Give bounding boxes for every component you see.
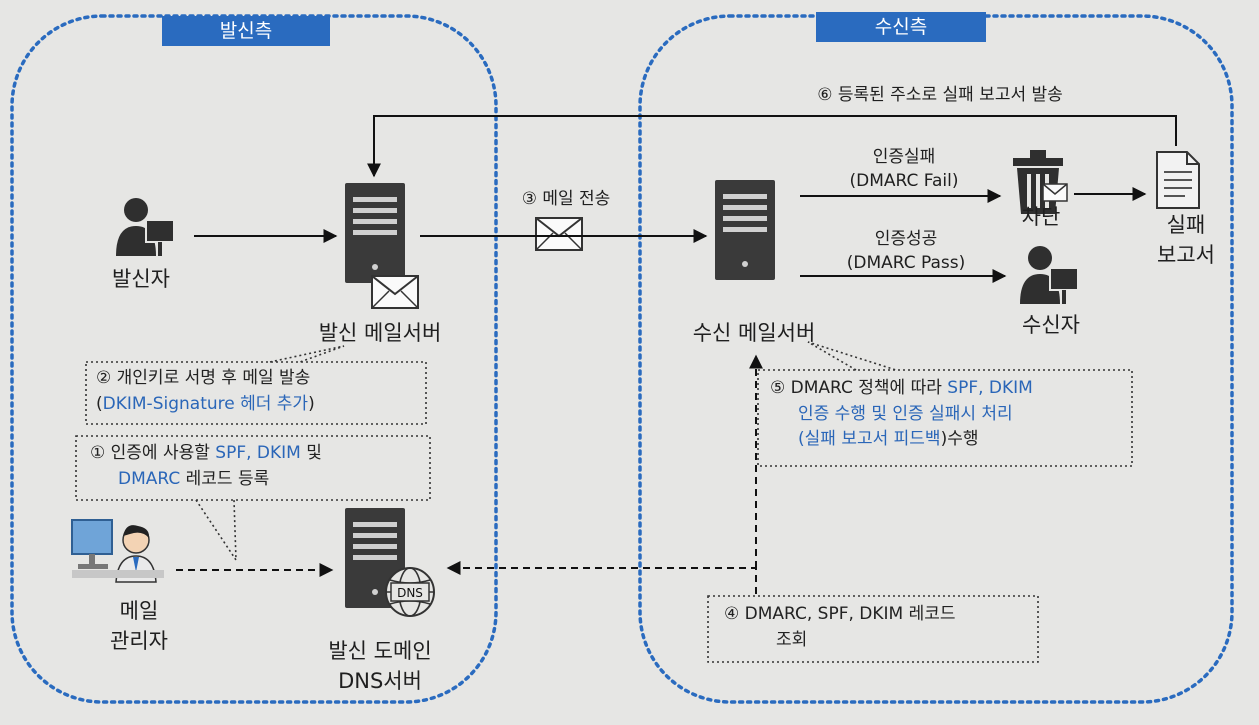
mail-transit-envelope-icon [535,217,583,251]
note-step1: ① 인증에 사용할 SPF, DKIM 및 DMARC 레코드 등록 [90,441,322,492]
note-step4-line1: ④ DMARC, SPF, DKIM 레코드 [724,604,956,624]
note-step2-highlight: DKIM-Signature 헤더 추가 [102,393,309,414]
arrow-dns-query [446,561,757,594]
sender-server-label: 발신 메일서버 [318,321,442,345]
document-icon [1156,151,1200,209]
fail-report-label-line1: 실패 [1166,213,1206,237]
auth-fail-label-line1: 인증실패 [872,147,936,167]
note-step1-line1: ① 인증에 사용할 SPF, DKIM 및 [90,441,322,467]
note-step5-highlight1: SPF, DKIM [947,378,1033,398]
auth-pass-label-line2: (DMARC Pass) [846,252,966,273]
receiver-region [638,14,1234,704]
note-step5-highlight2: 인증 수행 및 인증 실패시 처리 [798,403,1013,424]
note-step1-highlight2: DMARC [118,468,181,489]
report-back-label: ⑥ 등록된 주소로 실패 보고서 발송 [817,85,1063,105]
note-step5: ⑤ DMARC 정책에 따라 SPF, DKIM 인증 수행 및 인증 실패시 … [770,376,1033,453]
mail-admin-label-line2: 관리자 [110,629,168,654]
receiver-server-label: 수신 메일서버 [692,321,816,345]
dns-server-label: 발신 도메인 DNS서버 [280,636,480,697]
note-step1-highlight1: SPF, DKIM [215,443,301,463]
note-step5-prefix: ⑤ DMARC 정책에 따라 [770,378,948,398]
note-step2-close: ) [308,393,315,414]
receiver-person-icon [1019,245,1079,305]
note-step1-prefix: ① 인증에 사용할 [90,443,216,463]
note-step1-pointer [195,499,237,563]
note-step5-suffix: )수행 [940,429,979,449]
note-step1-box [75,435,431,501]
note-step5-highlight3: (실패 보고서 피드백 [798,429,941,449]
note-step4-box [707,595,1039,663]
note-step1-line2: DMARC 레코드 등록 [90,467,322,493]
note-step4-line2: 조회 [776,629,808,650]
block-label: 차단 [1021,205,1061,229]
mail-admin-icon [71,519,164,583]
receiver-side-label: 수신측 [816,12,986,42]
note-step2-line1: ② 개인키로 서명 후 메일 발송 [96,368,311,388]
note-step1-suffix: 레코드 등록 [180,468,270,489]
auth-fail-label: 인증실패 (DMARC Fail) [834,146,974,194]
sender-person-label: 발신자 [112,267,170,291]
sender-person-icon [115,197,175,257]
fail-report-label: 실패 보고서 [1136,210,1236,271]
note-step5-line1: ⑤ DMARC 정책에 따라 SPF, DKIM [770,376,1033,402]
note-step5-box [757,369,1133,467]
receiver-person-label: 수신자 [1022,313,1080,337]
dns-server-label-line2: DNS서버 [338,669,422,694]
dns-server-label-line1: 발신 도메인 [328,639,432,663]
note-step5-line3: (실패 보고서 피드백)수행 [770,427,1033,453]
sender-server-icon [345,183,405,283]
fail-report-label-line2: 보고서 [1157,243,1215,268]
note-step1-mid: 및 [300,443,322,463]
receiver-server-icon [715,180,775,280]
dns-badge-label: DNS [397,586,423,600]
auth-pass-label-line1: 인증성공 [874,229,938,249]
auth-fail-label-line2: (DMARC Fail) [849,170,959,191]
sender-side-label: 발신측 [162,16,330,46]
auth-pass-label: 인증성공 (DMARC Pass) [826,228,986,276]
globe-icon: DNS [385,567,435,617]
note-step2: ② 개인키로 서명 후 메일 발송 (DKIM-Signature 헤더 추가) [96,366,315,417]
mail-admin-label-line1: 메일 [119,599,159,623]
arrow-report-back [367,115,1177,178]
note-step2-line2: (DKIM-Signature 헤더 추가) [96,392,315,418]
note-step2-open: ( [96,393,103,414]
trash-icon [1013,150,1068,214]
note-step2-box [85,361,427,425]
mail-send-label: ③ 메일 전송 [521,189,611,209]
note-step4: ④ DMARC, SPF, DKIM 레코드 조회 [724,602,956,653]
note-step2-pointer [269,345,345,363]
note-step5-pointer [807,341,897,371]
mail-admin-label: 메일 관리자 [84,596,194,657]
sender-envelope-icon [371,275,419,309]
